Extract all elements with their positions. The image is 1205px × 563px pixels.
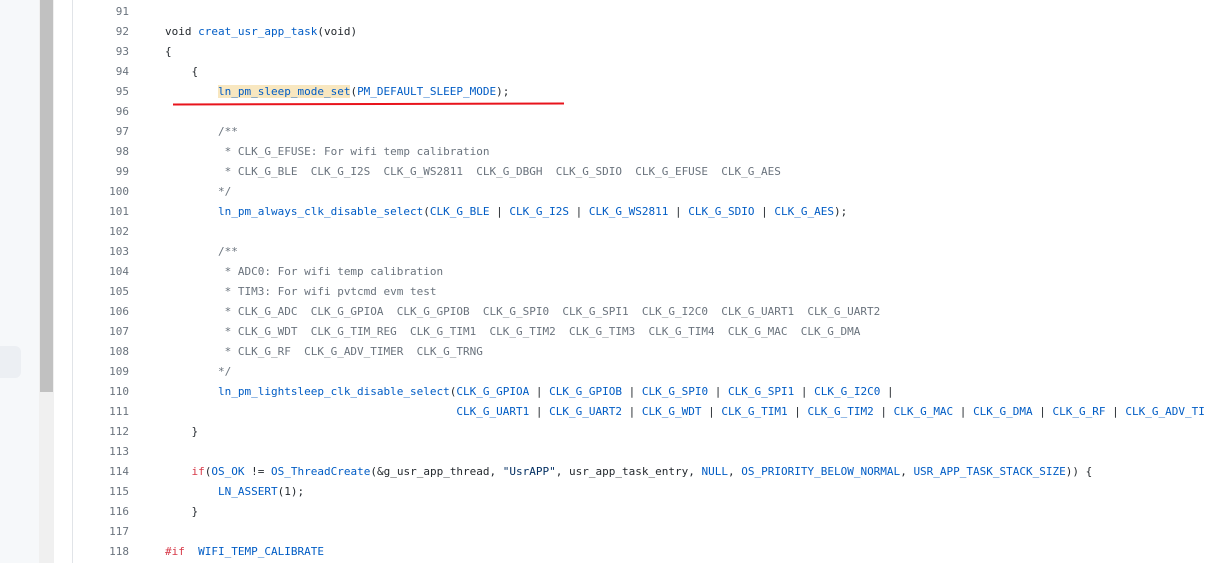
code-line: 105 * TIM3: For wifi pvtcmd evm test [73,282,1205,302]
line-number: 99 [115,165,129,178]
code-line: 97 /** [73,122,1205,142]
sidebar-collapse-tab[interactable] [0,346,21,378]
line-number: 100 [109,185,129,198]
code-line: 99 * CLK_G_BLE CLK_G_I2S CLK_G_WS2811 CL… [73,162,1205,182]
line-number: 96 [115,105,129,118]
line-number: 93 [115,45,129,58]
line-number: 103 [109,245,129,258]
code-line: 112 } [73,422,1205,442]
code-line: 93{ [73,42,1205,62]
code-line: 111 CLK_G_UART1 | CLK_G_UART2 | CLK_G_WD… [73,402,1205,422]
line-number: 115 [109,485,129,498]
line-number: 112 [109,425,129,438]
code-line: 109 */ [73,362,1205,382]
line-number: 108 [109,345,129,358]
code-line: 101 ln_pm_always_clk_disable_select(CLK_… [73,202,1205,222]
code-line: 116 } [73,502,1205,522]
code-line: 107 * CLK_G_WDT CLK_G_TIM_REG CLK_G_TIM1… [73,322,1205,342]
line-number: 98 [115,145,129,158]
line-number: 110 [109,385,129,398]
code-line: 96 [73,102,1205,122]
code-line: 102 [73,222,1205,242]
line-number: 92 [115,25,129,38]
code-panel-border [72,0,73,563]
line-number: 105 [109,285,129,298]
code-line: 117 [73,522,1205,542]
left-sidebar-strip [0,0,39,563]
line-number: 106 [109,305,129,318]
line-number: 95 [115,85,129,98]
line-number: 107 [109,325,129,338]
keyword-void: void [165,25,192,38]
line-number: 117 [109,525,129,538]
code-line: 103 /** [73,242,1205,262]
function-name: creat_usr_app_task [198,25,318,38]
code-line: 106 * CLK_G_ADC CLK_G_GPIOA CLK_G_GPIOB … [73,302,1205,322]
line-number: 101 [109,205,129,218]
line-number: 94 [115,65,129,78]
code-line: 118#if WIFI_TEMP_CALIBRATE [73,542,1205,562]
code-line: 98 * CLK_G_EFUSE: For wifi temp calibrat… [73,142,1205,162]
line-number: 113 [109,445,129,458]
line-number: 104 [109,265,129,278]
line-number: 111 [109,405,129,418]
line-number: 97 [115,125,129,138]
line-number: 109 [109,365,129,378]
code-line: 94 { [73,62,1205,82]
code-line: 104 * ADC0: For wifi temp calibration [73,262,1205,282]
line-number: 114 [109,465,129,478]
code-line: 100 */ [73,182,1205,202]
code-line: 95 ln_pm_sleep_mode_set(PM_DEFAULT_SLEEP… [73,82,1205,102]
code-line: 115 LN_ASSERT(1); [73,482,1205,502]
code-line: 91 [73,2,1205,22]
code-line: 110 ln_pm_lightsleep_clk_disable_select(… [73,382,1205,402]
code-line: 113 [73,442,1205,462]
line-number: 91 [115,5,129,18]
line-number: 118 [109,545,129,558]
line-number: 102 [109,225,129,238]
highlighted-function-call: ln_pm_sleep_mode_set [217,85,351,98]
code-line: 108 * CLK_G_RF CLK_G_ADV_TIMER CLK_G_TRN… [73,342,1205,362]
scrollbar-thumb[interactable] [40,0,53,392]
line-number: 116 [109,505,129,518]
code-line: 114 if(OS_OK != OS_ThreadCreate(&g_usr_a… [73,462,1205,482]
